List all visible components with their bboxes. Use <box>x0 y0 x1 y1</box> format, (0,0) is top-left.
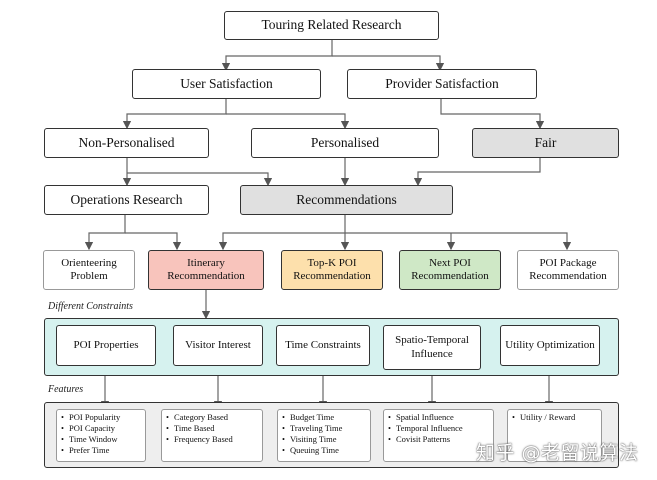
feature-box-poi-properties: POI Popularity POI Capacity Time Window … <box>56 409 146 462</box>
label-different-constraints: Different Constraints <box>48 301 133 312</box>
feature-item: Category Based <box>166 412 258 423</box>
edge-or-orienteering <box>84 215 126 251</box>
node-provider-satisfaction: Provider Satisfaction <box>347 69 537 99</box>
node-non-personalised: Non-Personalised <box>44 128 209 158</box>
node-touring-related-research: Touring Related Research <box>224 11 439 40</box>
constraint-utility-optimization: Utility Optimization <box>500 325 600 366</box>
feature-item: Frequency Based <box>166 434 258 445</box>
node-fair: Fair <box>472 128 619 158</box>
label-features: Features <box>48 384 84 395</box>
edge-fair-rec <box>413 158 541 187</box>
node-user-satisfaction: User Satisfaction <box>132 69 321 99</box>
node-operations-research: Operations Research <box>44 185 209 215</box>
node-poi-package-recommendation: POI Package Recommendation <box>517 250 619 290</box>
feature-item: Budget Time <box>282 412 366 423</box>
feature-item: Spatial Influence <box>388 412 489 423</box>
edge-root-provider <box>332 55 445 72</box>
feature-item: Traveling Time <box>282 423 366 434</box>
feature-item: Time Window <box>61 434 141 445</box>
feature-item: Temporal Influence <box>388 423 489 434</box>
feature-item: Covisit Patterns <box>388 434 489 445</box>
feature-item: POI Popularity <box>61 412 141 423</box>
node-personalised: Personalised <box>251 128 439 158</box>
edge-user-nonpersonalised <box>122 99 227 130</box>
constraint-visitor-interest: Visitor Interest <box>173 325 263 366</box>
feature-box-time-constraints: Budget Time Traveling Time Visiting Time… <box>277 409 371 462</box>
constraint-poi-properties: POI Properties <box>56 325 156 366</box>
edge-root-user <box>221 40 333 72</box>
node-orienteering-problem: Orienteering Problem <box>43 250 135 290</box>
feature-box-spatio-temporal: Spatial Influence Temporal Influence Cov… <box>383 409 494 462</box>
feature-item: Time Based <box>166 423 258 434</box>
watermark: 知乎 @老留说算法 <box>476 442 639 464</box>
feature-item: Utility / Reward <box>512 412 597 423</box>
constraint-time-constraints: Time Constraints <box>276 325 370 366</box>
feature-item: Queuing Time <box>282 445 366 456</box>
edge-or-itinerary <box>125 232 182 251</box>
feature-item: Visiting Time <box>282 434 366 445</box>
feature-item: POI Capacity <box>61 423 141 434</box>
edge-provider-fair <box>440 99 545 130</box>
node-next-poi-recommendation: Next POI Recommendation <box>399 250 501 290</box>
node-recommendations: Recommendations <box>240 185 453 215</box>
node-topk-poi-recommendation: Top-K POI Recommendation <box>281 250 383 290</box>
feature-box-visitor-interest: Category Based Time Based Frequency Base… <box>161 409 263 462</box>
node-itinerary-recommendation: Itinerary Recommendation <box>148 250 264 290</box>
edge-user-personalised <box>226 113 350 130</box>
edge-nonpersonalised-rec <box>127 172 273 187</box>
feature-box-utility-optimization: Utility / Reward <box>507 409 602 462</box>
constraint-spatio-temporal-influence: Spatio-Temporal Influence <box>383 325 481 370</box>
feature-item: Prefer Time <box>61 445 141 456</box>
edge-rec-children <box>218 215 346 251</box>
